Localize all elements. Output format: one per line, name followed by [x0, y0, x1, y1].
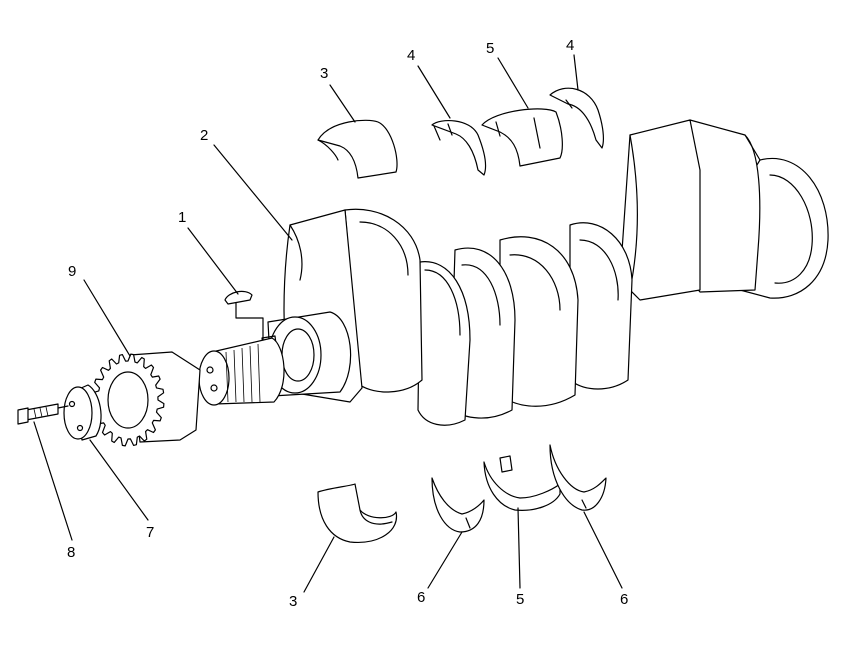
lower-bearing-3 — [317, 483, 398, 543]
retaining-bolt — [17, 403, 69, 425]
lower-thrust-bearing-6-right — [549, 444, 607, 511]
callout-3-top: 3 — [320, 65, 328, 82]
upper-bearing-5 — [481, 108, 563, 167]
callout-4-left: 4 — [407, 47, 415, 64]
callout-6-right: 6 — [620, 591, 628, 608]
upper-bearing-3 — [317, 119, 398, 179]
callout-6-left: 6 — [417, 589, 425, 606]
callout-7: 7 — [146, 524, 154, 541]
callout-3-bottom: 3 — [289, 593, 297, 610]
crankshaft-gear — [91, 351, 201, 447]
callout-2: 2 — [200, 127, 208, 144]
callout-4-right: 4 — [566, 37, 574, 54]
crankshaft-splined-nose — [198, 337, 285, 406]
callout-1: 1 — [178, 209, 186, 226]
retaining-plate — [63, 384, 102, 441]
leader-lines — [33, 54, 623, 593]
callout-5-bottom: 5 — [516, 591, 524, 608]
crankshaft — [261, 119, 829, 426]
upper-thrust-bearing-4-left — [431, 120, 487, 176]
callout-9: 9 — [68, 263, 76, 280]
woodruff-key — [224, 290, 264, 341]
upper-thrust-bearing-4-right — [549, 87, 604, 149]
lower-bearing-5 — [483, 455, 561, 511]
lower-thrust-bearing-6-left — [431, 477, 485, 533]
callout-5-top: 5 — [486, 40, 494, 57]
callout-8: 8 — [67, 544, 75, 561]
